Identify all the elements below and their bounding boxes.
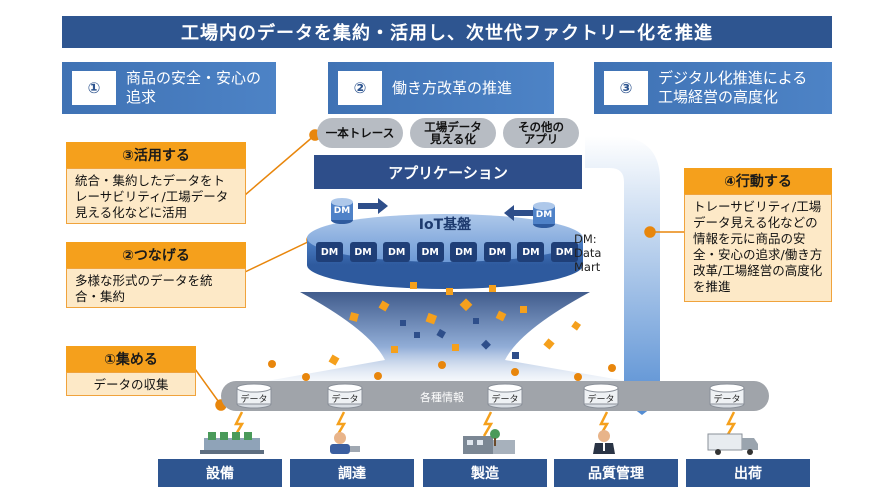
dm-block: DM [517, 242, 545, 262]
step-use-body: 統合・集約したデータをトレーサビリティ/工場データ見える化などに活用 [66, 168, 246, 224]
goal-number: ① [72, 71, 116, 105]
dm-block: DM [416, 242, 444, 262]
step-collect-body: データの収集 [66, 372, 196, 396]
scattered-data [328, 282, 581, 366]
step-collect-heading: ①集める [66, 346, 196, 372]
sync-arrows [358, 198, 534, 221]
app-pill-visualize: 工場データ見える化 [410, 118, 496, 148]
category-quality: 品質管理 [554, 459, 678, 487]
truck-icon [707, 411, 758, 455]
dm-block: DM [349, 242, 377, 262]
dm-block: DM [450, 242, 478, 262]
factory-icon [463, 411, 515, 454]
dm-label: DM [535, 210, 553, 220]
data-funnel [205, 292, 690, 392]
data-label: データ [240, 395, 268, 405]
goal-number: ② [338, 71, 382, 105]
app-pill-trace: 一本トレース [317, 118, 403, 148]
scattered-data-dark [400, 318, 519, 359]
data-label: データ [491, 395, 519, 405]
goal-safety: ① 商品の安全・安心の追求 [62, 62, 276, 114]
iot-platform-label: IoT基盤 [418, 217, 472, 233]
dm-cylinder-top-left [331, 198, 353, 224]
procurement-person-icon [330, 411, 360, 454]
dm-block: DM [483, 242, 511, 262]
equipment-icon [200, 411, 264, 454]
category-manufacturing: 製造 [423, 459, 547, 487]
goal-digital: ③ デジタル化推進による工場経営の高度化 [594, 62, 832, 114]
inspector-person-icon [593, 411, 615, 454]
step-use-heading: ③活用する [66, 142, 246, 168]
goal-workstyle: ② 働き方改革の推進 [328, 62, 554, 114]
goal-text: 商品の安全・安心の追求 [126, 69, 262, 106]
data-cylinder: データ [327, 383, 363, 409]
category-shipping: 出荷 [686, 459, 810, 487]
data-cylinder: データ [709, 383, 745, 409]
step-connect-body: 多様な形式のデータを統合・集約 [66, 268, 246, 308]
dm-block: DM [316, 242, 343, 262]
dm-label: DM [333, 206, 351, 216]
data-cylinder: データ [487, 383, 523, 409]
dm-block: DM [550, 242, 578, 262]
goal-text: 働き方改革の推進 [392, 78, 513, 97]
dm-row: DM DM DM DM DM DM DM DM [316, 242, 578, 266]
step-connect-heading: ②つなげる [66, 242, 246, 268]
category-equipment: 設備 [158, 459, 282, 487]
goal-text: デジタル化推進による工場経営の高度化 [658, 69, 808, 106]
step-act-heading: ④行動する [684, 168, 832, 194]
goal-number: ③ [604, 71, 648, 105]
dm-cylinder-top-right [533, 202, 555, 228]
data-label: データ [331, 395, 359, 405]
data-label: データ [713, 395, 741, 405]
data-label: データ [587, 395, 615, 405]
app-pill-other: その他のアプリ [503, 118, 579, 148]
page-title: 工場内のデータを集約・活用し、次世代ファクトリー化を推進 [62, 16, 832, 48]
rising-dots [268, 360, 616, 381]
step-act-body: トレーサビリティ/工場データ見える化などの情報を元に商品の安全・安心の追求/働き… [684, 194, 832, 302]
info-types-label: 各種情報 [420, 391, 464, 404]
dm-legend: DM: Data Mart [574, 232, 602, 274]
action-flow-arrow [585, 136, 672, 415]
data-cylinder: データ [236, 383, 272, 409]
data-cylinder: データ [583, 383, 619, 409]
dm-block: DM [383, 242, 411, 262]
category-procurement: 調達 [290, 459, 414, 487]
application-bar: アプリケーション [314, 155, 582, 189]
